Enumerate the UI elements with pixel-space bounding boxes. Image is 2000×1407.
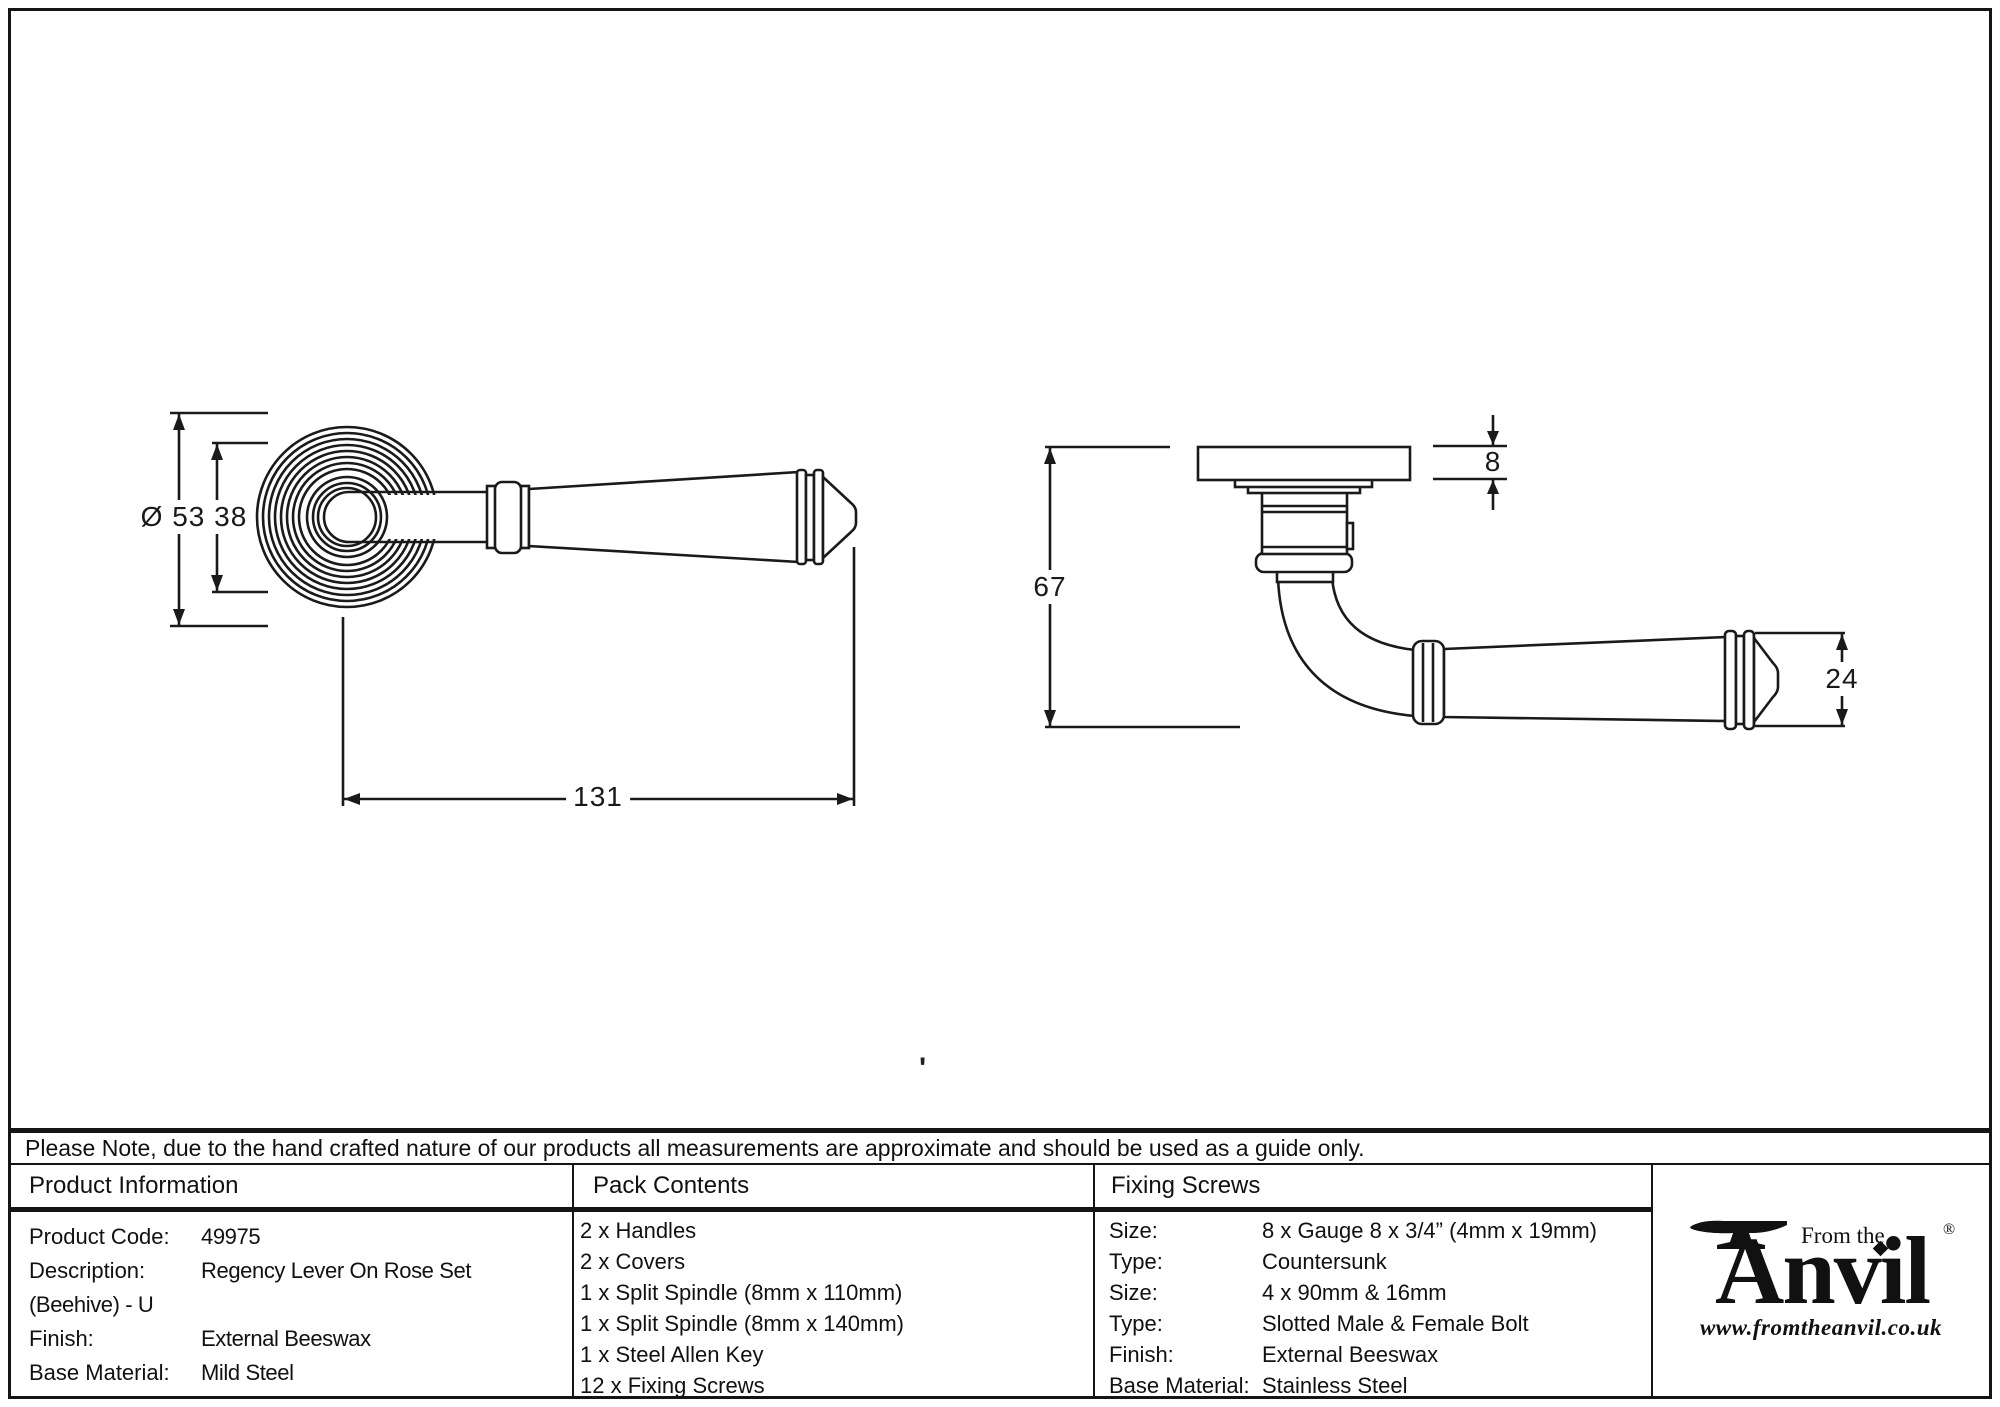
screw-size-label: Size: — [1109, 1218, 1158, 1243]
base-material-row: Base Material: Mild Steel — [29, 1356, 560, 1390]
product-information-header: Product Information — [11, 1165, 572, 1212]
stray-mark: ' — [919, 1052, 927, 1085]
fixing-screws-header: Fixing Screws — [1095, 1165, 1651, 1212]
product-code-label: Product Code: — [29, 1224, 170, 1249]
logo-tagline: From the — [1801, 1223, 1885, 1248]
pack-contents-header: Pack Contents — [574, 1165, 1093, 1212]
fixing-screws-column: Fixing Screws Size: 8 x Gauge 8 x 3/4” (… — [1095, 1165, 1653, 1398]
base-material-value: Mild Steel — [201, 1360, 294, 1385]
screw-base-material-label: Base Material: — [1109, 1373, 1250, 1398]
bolt-type-label: Type: — [1109, 1311, 1163, 1336]
side-view-drawing — [1044, 415, 1848, 731]
screw-size-value: 8 x Gauge 8 x 3/4” (4mm x 19mm) — [1262, 1218, 1597, 1243]
dim-label-rose-depth: 8 — [1484, 446, 1502, 477]
description-value: Regency Lever On Rose Set (Beehive) - U — [29, 1258, 472, 1317]
anvil-icon — [1690, 1220, 1787, 1249]
screw-finish-row: Finish: External Beeswax — [1109, 1339, 1643, 1370]
pack-item: 1 x Split Spindle (8mm x 140mm) — [580, 1311, 904, 1336]
screw-type-value: Countersunk — [1262, 1249, 1387, 1274]
bolt-type-row: Type: Slotted Male & Female Bolt — [1109, 1308, 1643, 1339]
description-label: Description: — [29, 1258, 146, 1283]
note-text: Please Note, due to the hand crafted nat… — [25, 1134, 1365, 1161]
bolt-size-label: Size: — [1109, 1280, 1158, 1305]
finish-row: Finish: External Beeswax — [29, 1322, 560, 1356]
screw-type-row: Type: Countersunk — [1109, 1246, 1643, 1277]
bolt-size-row: Size: 4 x 90mm & 16mm — [1109, 1277, 1643, 1308]
logo-website: www.fromtheanvil.co.uk — [1699, 1315, 1943, 1340]
product-info-table: Product Information Product Code: 49975 D… — [11, 1165, 1989, 1398]
finish-label: Finish: — [29, 1326, 94, 1351]
screw-finish-label: Finish: — [1109, 1342, 1174, 1367]
dim-label-length: 131 — [566, 780, 630, 814]
screw-base-material-row: Base Material: Stainless Steel — [1109, 1370, 1643, 1401]
screw-base-material-value: Stainless Steel — [1262, 1373, 1408, 1398]
description-row: Description:Regency Lever On Rose Set (B… — [29, 1254, 560, 1322]
dim-label-height: 67 — [1026, 570, 1074, 604]
pack-item: 2 x Covers — [580, 1249, 686, 1274]
pack-item: 1 x Split Spindle (8mm x 110mm) — [580, 1280, 903, 1305]
screw-size-row: Size: 8 x Gauge 8 x 3/4” (4mm x 19mm) — [1109, 1215, 1643, 1246]
product-code-row: Product Code: 49975 — [29, 1220, 560, 1254]
logo-brand-text: Anvil — [1715, 1217, 1931, 1324]
measurement-note: Please Note, due to the hand crafted nat… — [11, 1128, 1989, 1165]
bolt-size-value: 4 x 90mm & 16mm — [1262, 1280, 1447, 1305]
registered-trademark-icon: ® — [1943, 1221, 1956, 1238]
product-information-column: Product Information Product Code: 49975 D… — [11, 1165, 574, 1396]
front-view-drawing — [170, 411, 858, 806]
from-the-anvil-logo: From the Anvil ® www.fromtheanvil.co.uk — [1671, 1213, 1971, 1348]
pack-item: 12 x Fixing Screws — [580, 1373, 765, 1398]
pack-item: 2 x Handles — [580, 1218, 697, 1243]
screw-finish-value: External Beeswax — [1262, 1342, 1439, 1367]
pack-contents-column: Pack Contents 2 x Handles 2 x Covers 1 x… — [574, 1165, 1095, 1398]
dim-label-diameter: Ø 53 38 — [133, 500, 255, 534]
pack-item: 1 x Steel Allen Key — [580, 1342, 764, 1367]
base-material-label: Base Material: — [29, 1360, 170, 1385]
dim-label-lever-height: 24 — [1818, 662, 1866, 696]
product-code-value: 49975 — [201, 1224, 261, 1249]
technical-drawing — [170, 411, 1848, 806]
finish-value: External Beeswax — [201, 1326, 371, 1351]
brand-column: From the Anvil ® www.fromtheanvil.co.uk — [1653, 1165, 1989, 1396]
bolt-type-value: Slotted Male & Female Bolt — [1262, 1311, 1529, 1336]
screw-type-label: Type: — [1109, 1249, 1163, 1274]
